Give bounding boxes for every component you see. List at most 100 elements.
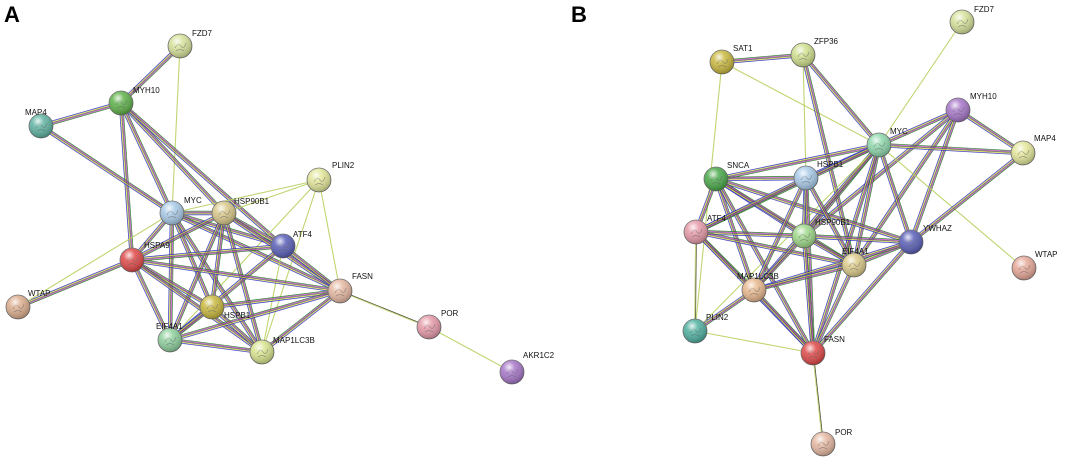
edge-myh10-map4 xyxy=(956,108,1025,155)
node-fzd7[interactable]: FZD7 xyxy=(949,5,995,35)
edge-plin2-fasn xyxy=(318,179,341,292)
edge-por-akr1c2 xyxy=(428,326,513,373)
node-label-eif4a1: EIF4A1 xyxy=(842,247,869,256)
edge-plin2-eif4a1 xyxy=(169,179,320,341)
panel-b-edges xyxy=(693,21,1025,445)
node-map4[interactable]: MAP4 xyxy=(1010,134,1056,166)
edge-wtap-myc xyxy=(17,212,173,308)
edge-myh10-myc xyxy=(119,102,174,214)
edge-map4-myc xyxy=(39,124,174,215)
edge-eif4a1-fasn xyxy=(811,264,856,354)
edge-hsp90b1-ywhaz xyxy=(803,233,912,245)
node-snca[interactable]: SNCA xyxy=(703,161,750,192)
edge-atf4-map1lc3b xyxy=(261,245,284,353)
edge-zfp36-hspb1 xyxy=(802,54,807,179)
node-hspb1[interactable]: HSPB1 xyxy=(793,160,844,191)
edge-snca-hspb1 xyxy=(715,175,807,182)
node-map4[interactable]: MAP4 xyxy=(25,108,54,139)
node-akr1c2[interactable]: AKR1C2 xyxy=(499,351,555,385)
edge-zfp36-eif4a1 xyxy=(800,54,857,266)
edge-myc-wtap xyxy=(878,144,1025,269)
edge-hspa9-wtap xyxy=(17,257,133,310)
edge-hspb1-atf4 xyxy=(695,176,807,234)
node-label-map4: MAP4 xyxy=(1034,134,1056,143)
node-label-hspb1: HSPB1 xyxy=(817,160,844,169)
node-atf4[interactable]: ATF4 xyxy=(270,230,313,259)
node-fasn[interactable]: FASN xyxy=(800,335,845,366)
node-label-eif4a1: EIF4A1 xyxy=(156,322,183,331)
node-myh10[interactable]: MYH10 xyxy=(108,86,160,116)
node-label-plin2: PLIN2 xyxy=(706,313,729,322)
node-hsp90b1[interactable]: HSP90B1 xyxy=(791,218,851,249)
node-fasn[interactable]: FASN xyxy=(327,272,373,304)
node-hspb1[interactable]: HSPB1 xyxy=(199,294,251,320)
edge-hsp90b1-eif4a1 xyxy=(167,212,227,341)
node-myc[interactable]: MYC xyxy=(866,127,908,158)
node-label-akr1c2: AKR1C2 xyxy=(523,351,555,360)
node-label-sat1: SAT1 xyxy=(733,44,753,53)
node-label-plin2: PLIN2 xyxy=(332,161,355,170)
node-eif4a1[interactable]: EIF4A1 xyxy=(156,322,183,353)
node-plin2[interactable]: PLIN2 xyxy=(682,313,729,344)
edge-hsp90b1-hspb1 xyxy=(209,212,227,308)
edge-hsp90b1-hspa9 xyxy=(130,211,226,262)
node-sat1[interactable]: SAT1 xyxy=(709,44,753,75)
node-fzd7[interactable]: FZD7 xyxy=(167,29,213,59)
node-label-myh10: MYH10 xyxy=(970,92,997,101)
node-por[interactable]: POR xyxy=(416,309,459,340)
edge-fasn-por xyxy=(812,352,824,445)
edge-ywhaz-fasn xyxy=(811,240,913,355)
node-ywhaz[interactable]: YWHAZ xyxy=(898,224,952,255)
edge-atf4-hspa9 xyxy=(131,243,284,263)
node-myc[interactable]: MYC xyxy=(159,196,202,226)
node-label-map4: MAP4 xyxy=(25,108,47,117)
node-label-por: POR xyxy=(441,309,459,318)
edge-myc-eif4a1 xyxy=(167,212,175,341)
node-zfp36[interactable]: ZFP36 xyxy=(790,37,839,68)
edge-hsp90b1-fasn xyxy=(801,235,816,354)
node-map1lc3b[interactable]: MAP1LC3B xyxy=(737,272,779,303)
node-label-wtap: WTAP xyxy=(28,289,51,298)
edge-map4-ywhaz xyxy=(909,151,1025,244)
node-label-hsp90b1: HSP90B1 xyxy=(234,197,270,206)
edge-eif4a1-map1lc3b xyxy=(169,337,263,355)
edge-hspb1-eif4a1 xyxy=(804,176,856,267)
edge-hspa9-fasn xyxy=(131,257,341,294)
edge-myc-ywhaz xyxy=(876,144,914,243)
node-label-snca: SNCA xyxy=(727,161,750,170)
edge-fasn-por xyxy=(339,290,430,328)
edge-plin2-fasn xyxy=(694,330,814,354)
node-label-wtap: WTAP xyxy=(1035,250,1058,259)
node-label-atf4: ATF4 xyxy=(707,214,727,223)
edge-map1lc3b-fasn xyxy=(752,288,815,355)
edge-sat1-myc xyxy=(721,61,880,146)
node-label-myh10: MYH10 xyxy=(133,86,160,95)
node-wtap[interactable]: WTAP xyxy=(5,289,51,320)
node-hsp90b1[interactable]: HSP90B1 xyxy=(211,197,270,226)
node-label-fasn: FASN xyxy=(824,335,845,344)
node-label-fzd7: FZD7 xyxy=(974,5,995,14)
node-plin2[interactable]: PLIN2 xyxy=(306,161,355,193)
node-wtap[interactable]: WTAP xyxy=(1011,250,1058,281)
node-atf4[interactable]: ATF4 xyxy=(683,214,727,245)
edge-myh10-atf4 xyxy=(119,101,285,248)
node-eif4a1[interactable]: EIF4A1 xyxy=(841,247,869,278)
node-label-zfp36: ZFP36 xyxy=(814,37,839,46)
node-por[interactable]: POR xyxy=(810,428,853,457)
edge-sat1-zfp36 xyxy=(721,52,804,65)
node-label-map1lc3b: MAP1LC3B xyxy=(737,272,779,281)
edge-atf4-hsp90b1 xyxy=(695,229,805,239)
node-label-myc: MYC xyxy=(184,196,202,205)
edge-eif4a1-map1lc3b xyxy=(753,262,855,293)
node-hspa9[interactable]: HSPA9 xyxy=(119,241,170,273)
edge-myh10-map4 xyxy=(40,100,122,129)
panel-b-label: B xyxy=(571,2,587,27)
edge-myc-map4 xyxy=(878,142,1024,156)
node-myh10[interactable]: MYH10 xyxy=(945,92,997,123)
node-map1lc3b[interactable]: MAP1LC3B xyxy=(249,336,315,365)
